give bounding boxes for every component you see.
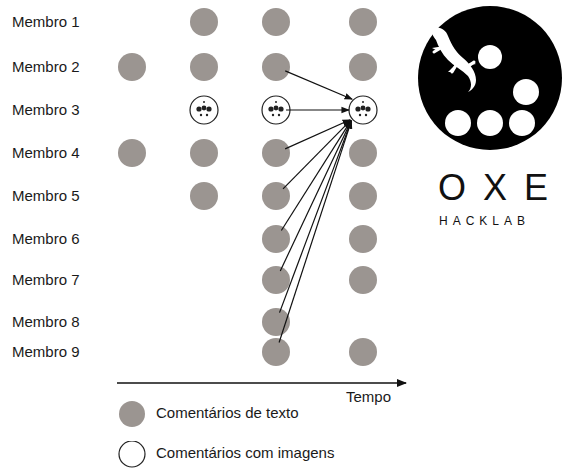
legend-swatch: [118, 401, 148, 431]
salamander: [432, 27, 476, 92]
text-comment: [262, 338, 290, 366]
member-label: Membro 4: [12, 144, 80, 162]
text-comment: [349, 139, 377, 167]
text-comment: [349, 53, 377, 81]
logo: [418, 6, 562, 150]
text-comment: [118, 139, 146, 167]
legend-text: Comentários com imagens: [156, 444, 334, 462]
text-comment: [190, 8, 218, 36]
text-comment: [190, 139, 218, 167]
reply-arrow: [285, 71, 352, 99]
member-label: Membro 3: [12, 101, 80, 119]
member-label: Membro 1: [12, 13, 80, 31]
reply-arrow: [286, 109, 349, 110]
text-comment: [262, 53, 290, 81]
member-label: Membro 7: [12, 271, 80, 289]
text-comment: [190, 53, 218, 81]
image-comment: [190, 96, 218, 124]
text-comment: [190, 182, 218, 210]
text-comment: [349, 266, 377, 294]
reply-arrow: [280, 121, 351, 271]
text-comment: [262, 8, 290, 36]
legend-swatch: [118, 441, 148, 468]
text-comment: [262, 266, 290, 294]
text-comment: [262, 225, 290, 253]
member-label: Membro 6: [12, 230, 80, 248]
text-comment: [349, 225, 377, 253]
image-comment: [262, 96, 290, 124]
member-label: Membro 8: [12, 313, 80, 331]
legend-text: Comentários de texto: [156, 404, 299, 422]
logo-text: OXE: [438, 168, 565, 208]
logo-subtext: HACKLAB: [439, 214, 530, 228]
reply-arrow: [279, 121, 351, 343]
member-label: Membro 5: [12, 187, 80, 205]
text-comment: [349, 338, 377, 366]
text-comment: [262, 139, 290, 167]
member-label: Membro 9: [12, 343, 80, 361]
text-comment: [118, 53, 146, 81]
member-label: Membro 2: [12, 58, 80, 76]
text-comment: [349, 8, 377, 36]
time-axis: [117, 382, 406, 384]
text-comment: [349, 182, 377, 210]
axis-label: Tempo: [346, 388, 391, 406]
reply-arrow: [280, 121, 352, 313]
image-comment: [349, 96, 377, 124]
